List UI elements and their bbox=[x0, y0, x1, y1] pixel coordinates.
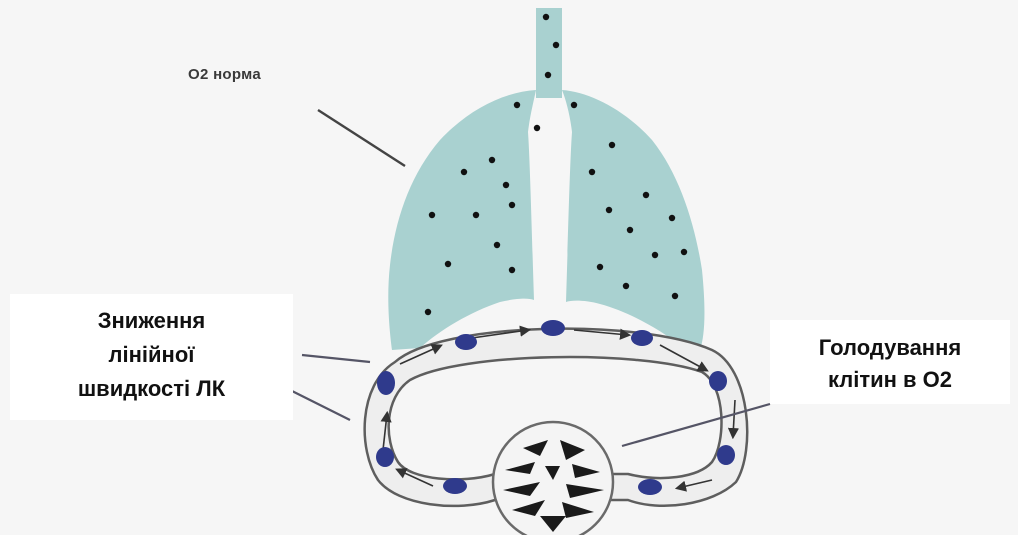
o2-pointer-line bbox=[318, 110, 405, 166]
reduced-velocity-label: Зниження лінійної швидкості ЛК bbox=[10, 294, 293, 420]
lung-left bbox=[388, 90, 536, 350]
left-label-line-2: лінійної bbox=[10, 338, 293, 372]
left-label-line-3: швидкості ЛК bbox=[10, 372, 293, 406]
lungs bbox=[388, 8, 704, 350]
left-label-line-1: Зниження bbox=[10, 304, 293, 338]
right-label-line-2: клітин в О2 bbox=[770, 364, 1010, 396]
tissue-cells bbox=[493, 422, 613, 535]
cell-starvation-label: Голодування клітин в О2 bbox=[770, 320, 1010, 404]
lung-right bbox=[562, 90, 704, 350]
trachea bbox=[536, 8, 562, 98]
right-label-line-1: Голодування bbox=[770, 332, 1010, 364]
o2-norm-label: O2 норма bbox=[188, 66, 261, 83]
